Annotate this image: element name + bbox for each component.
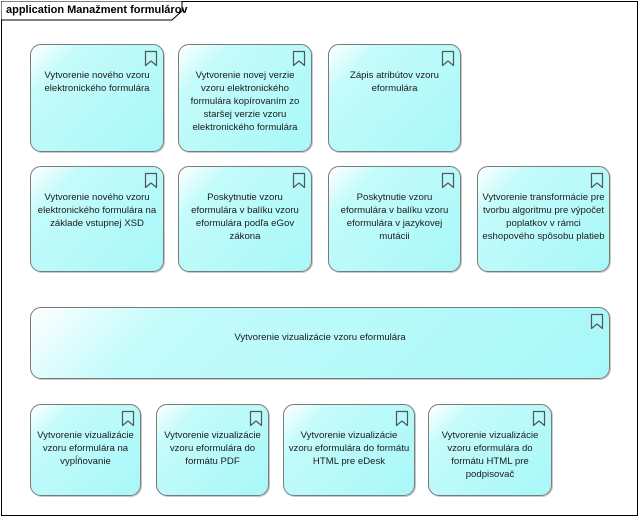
bookmark-icon xyxy=(249,410,263,427)
application-function-label: Vytvorenie vizualizácie vzoru eformulára… xyxy=(164,430,261,467)
application-function-n7[interactable]: Vytvorenie transformácie pre tvorbu algo… xyxy=(477,166,610,272)
application-function-label: Vytvorenie nového vzoru elektronického f… xyxy=(44,70,150,94)
bookmark-icon xyxy=(144,50,158,67)
application-function-label: Zápis atribútov vzoru eformulára xyxy=(349,70,440,94)
application-function-n11[interactable]: Vytvorenie vizualizácie vzoru eformulára… xyxy=(283,404,415,496)
diagram-title: application Manažment formulárov xyxy=(6,4,188,16)
application-function-label: Vytvorenie transformácie pre tvorbu algo… xyxy=(482,192,605,242)
application-function-label: Vytvorenie novej verzie vzoru elektronic… xyxy=(190,70,300,133)
bookmark-icon xyxy=(395,410,409,427)
application-function-label: Vytvorenie nového vzoru elektronického f… xyxy=(37,192,157,229)
bookmark-icon xyxy=(441,172,455,189)
application-function-label: Poskytnutie vzoru eformulára v balíku vz… xyxy=(340,192,449,242)
application-function-label: Vytvorenie vizualizácie vzoru eformulára… xyxy=(288,430,410,467)
application-function-n12[interactable]: Vytvorenie vizualizácie vzoru eformulára… xyxy=(428,404,552,496)
application-function-n8[interactable]: Vytvorenie vizualizácie vzoru eformulára xyxy=(30,307,610,379)
bookmark-icon xyxy=(590,313,604,330)
bookmark-icon xyxy=(590,172,604,189)
application-function-n9[interactable]: Vytvorenie vizualizácie vzoru eformulára… xyxy=(30,404,141,496)
bookmark-icon xyxy=(532,410,546,427)
application-function-label: Vytvorenie vizualizácie vzoru eformulára… xyxy=(37,430,134,467)
bookmark-icon xyxy=(292,172,306,189)
application-function-n4[interactable]: Vytvorenie nového vzoru elektronického f… xyxy=(30,166,164,272)
frame-title-tab xyxy=(1,1,183,21)
application-function-n6[interactable]: Poskytnutie vzoru eformulára v balíku vz… xyxy=(328,166,461,272)
bookmark-icon xyxy=(292,50,306,67)
application-function-n10[interactable]: Vytvorenie vizualizácie vzoru eformulára… xyxy=(156,404,269,496)
bookmark-icon xyxy=(121,410,135,427)
application-function-label: Vytvorenie vizualizácie vzoru eformulára… xyxy=(441,430,539,480)
application-function-n5[interactable]: Poskytnutie vzoru eformulára v balíku vz… xyxy=(178,166,312,272)
application-function-label: Vytvorenie vizualizácie vzoru eformulára xyxy=(234,332,406,343)
application-function-n2[interactable]: Vytvorenie novej verzie vzoru elektronic… xyxy=(178,44,312,152)
application-function-n3[interactable]: Zápis atribútov vzoru eformulára xyxy=(328,44,461,152)
application-function-label: Poskytnutie vzoru eformulára v balíku vz… xyxy=(191,192,299,242)
bookmark-icon xyxy=(144,172,158,189)
bookmark-icon xyxy=(441,50,455,67)
application-function-n1[interactable]: Vytvorenie nového vzoru elektronického f… xyxy=(30,44,164,152)
